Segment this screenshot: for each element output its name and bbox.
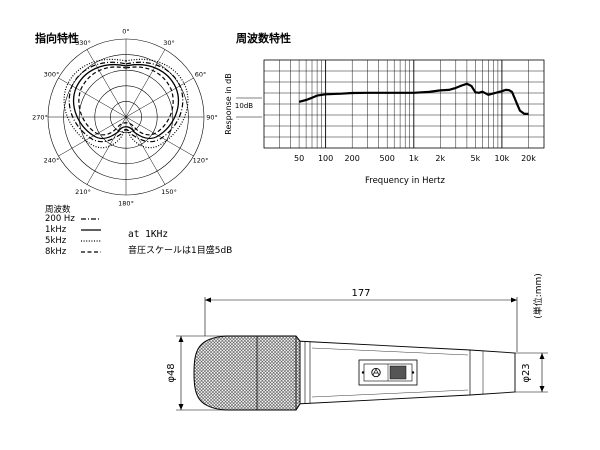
polar-spoke: [58, 77, 127, 118]
polar-angle-label: 0°: [122, 27, 129, 35]
frequency-response-heading: 周波数特性: [236, 32, 291, 45]
legend-item-label: 200 Hz: [45, 214, 75, 224]
x-tick-label: 200: [345, 154, 360, 163]
x-tick-label: 20k: [521, 154, 536, 163]
legend-item-label: 1kHz: [45, 225, 67, 235]
legend-item: 1kHz: [45, 225, 103, 235]
x-tick-label: 50: [294, 154, 304, 163]
head-arrow-bottom: [178, 404, 184, 410]
legend-item: 8kHz: [45, 247, 103, 257]
handle-arrow-top: [539, 353, 545, 359]
polar-spoke: [86, 116, 127, 185]
polar-angle-label: 300°: [44, 70, 60, 78]
mic-grille: [193, 335, 301, 411]
polar-angle-label: 150°: [161, 188, 177, 196]
polar-spoke: [125, 116, 166, 185]
response-curve: [298, 82, 529, 115]
legend-swatch: [81, 251, 101, 253]
unit-label: (単位:mm): [532, 273, 544, 319]
legend-item: 5kHz: [45, 236, 103, 246]
polar-spoke: [125, 77, 194, 118]
polar-angle-label: 90°: [206, 113, 218, 121]
polar-angle-label: 240°: [44, 156, 60, 164]
length-arrow-left: [205, 297, 211, 303]
polar-angle-label: 30°: [163, 39, 175, 47]
scale-marker-label: 10dB: [235, 102, 253, 110]
length-value: 177: [351, 288, 370, 299]
polar-spoke: [125, 116, 194, 157]
legend-item-label: 8kHz: [45, 247, 67, 257]
x-tick-label: 100: [318, 154, 333, 163]
legend-swatch: [81, 218, 101, 220]
head-arrow-top: [178, 336, 184, 342]
handle-highlight: [311, 347, 469, 356]
polar-curves: [63, 58, 189, 149]
x-tick-label: 5k: [471, 154, 481, 163]
polar-angle-labels: 0° 30° 60° 90° 120° 150° 180° 210° 240° 270° 300° 3…: [32, 27, 218, 207]
x-tick-label: 2k: [435, 154, 445, 163]
legend-item-label: 5kHz: [45, 236, 67, 246]
polar-pattern-heading: 指向特性: [35, 32, 79, 45]
note-scale: 音圧スケールは1目盛5dB: [128, 246, 233, 256]
x-tick-label: 500: [380, 154, 395, 163]
length-arrow-right: [511, 297, 517, 303]
x-tick-label: 10k: [494, 154, 509, 163]
handle-arrow-bottom: [539, 386, 545, 392]
x-axis-label: Frequency in Hertz: [365, 176, 446, 186]
legend-title: 周波数: [45, 205, 71, 215]
polar-spoke: [58, 116, 127, 157]
polar-angle-label: 270°: [32, 113, 48, 121]
x-tick-label: 1k: [409, 154, 419, 163]
handle-shadow: [311, 389, 469, 398]
legend-item: 200 Hz: [45, 214, 103, 224]
polar-angle-label: 210°: [75, 188, 91, 196]
polar-angle-label: 120°: [193, 156, 209, 164]
polar-spoke: [125, 49, 166, 118]
polar-spokes: [48, 39, 204, 195]
y-axis-label: Response in dB: [224, 73, 233, 134]
note-at-1khz: at 1KHz: [128, 229, 169, 240]
legend-swatch: [81, 229, 101, 231]
handle-diameter-value: φ23: [521, 363, 532, 382]
screw-right: [411, 371, 415, 374]
polar-curve-200hz: [68, 61, 184, 143]
polar-angle-label: 60°: [195, 70, 207, 78]
brand-logo-mark: [372, 368, 380, 376]
switch-slider: [389, 365, 407, 380]
polar-angle-label: 330°: [75, 39, 91, 47]
x-tick-labels: 50 100 200 500 1k 2k 5k 10k 20k: [294, 154, 536, 163]
screw-left: [361, 371, 365, 374]
chart-grid: [264, 60, 544, 148]
polar-angle-label: 180°: [118, 199, 134, 207]
legend-swatch: [81, 240, 101, 242]
polar-curve-1khz: [72, 64, 180, 140]
polar-curve-8khz: [78, 66, 174, 136]
head-diameter-value: φ48: [166, 363, 177, 382]
polar-spoke: [86, 49, 127, 118]
